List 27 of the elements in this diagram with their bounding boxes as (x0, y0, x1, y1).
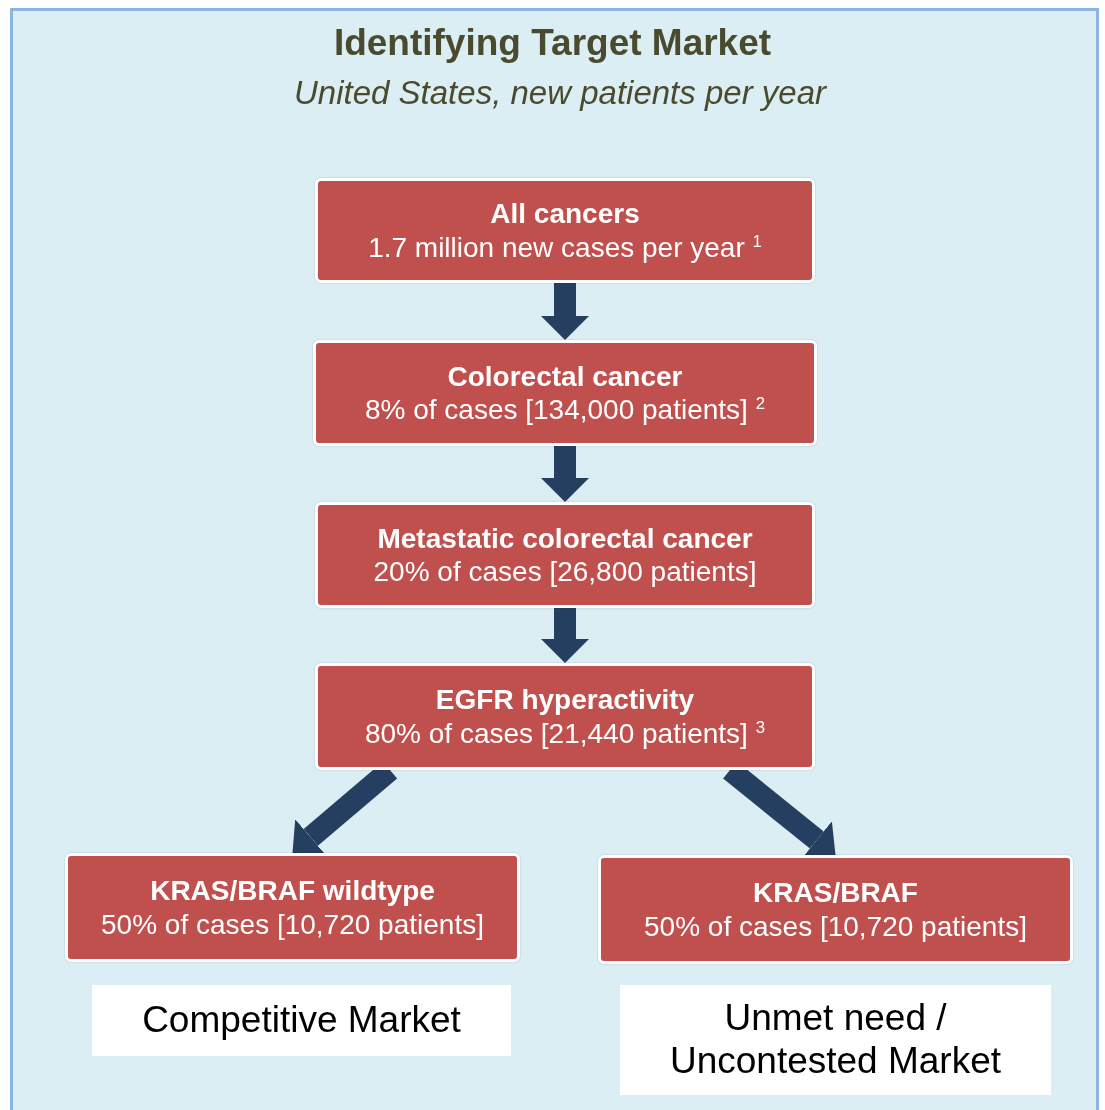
segment-heading: KRAS/BRAF wildtype (150, 874, 435, 908)
segment-heading: EGFR hyperactivity (435, 683, 695, 717)
segment-figures: 8% of cases [134,000 patients] $^{2}$ (364, 393, 765, 427)
segment-heading: KRAS/BRAF (753, 876, 918, 910)
subtitle: United States, new patients per year (293, 74, 828, 112)
market-label-box (92, 985, 511, 1056)
arrow (541, 283, 589, 340)
arrow (541, 446, 589, 502)
segment-heading: Colorectal cancer (447, 359, 683, 393)
arrow (541, 608, 589, 663)
title: Identifying Target Market (332, 22, 773, 64)
segment-heading: Metastatic colorectal cancer (377, 521, 753, 555)
market-segment-box (315, 178, 815, 283)
market-segment-box (313, 340, 817, 446)
market-segment-box (598, 855, 1073, 964)
segment-heading: All cancers (490, 197, 640, 231)
segment-figures: 20% of cases [26,800 patients] (373, 555, 757, 589)
market-label-box (620, 985, 1051, 1095)
segment-figures: 50% of cases [10,720 patients] (101, 907, 484, 941)
market-label: Unmet need / Uncontested Market (668, 997, 1003, 1083)
market-label: Competitive Market (142, 999, 461, 1042)
market-segment-box (65, 853, 520, 962)
segment-figures: 80% of cases [21,440 patients] $^{3}$ (364, 716, 765, 750)
market-segment-box (315, 663, 815, 770)
market-segment-box (315, 502, 815, 608)
segment-figures: 50% of cases [10,720 patients] (644, 909, 1027, 943)
segment-figures: 1.7 million new cases per year $^{1}$ (368, 230, 762, 264)
